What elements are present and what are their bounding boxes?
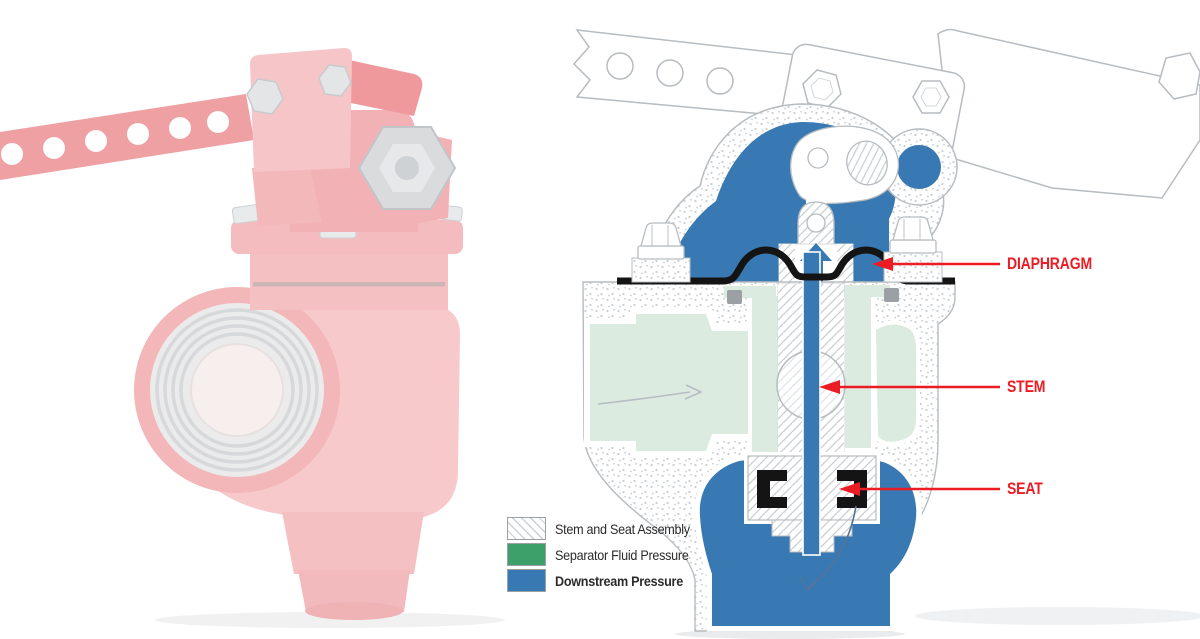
legend-item-stem-seat: Stem and Seat Assembly: [507, 517, 705, 540]
flange-bolts: [631, 216, 943, 304]
photo-outlet: [298, 570, 410, 612]
valve-body-cross-section: [582, 251, 956, 632]
photo-gasket-line: [253, 282, 445, 287]
callout-label-seat: SEAT: [1007, 480, 1043, 498]
inlet-flow-arrow: [597, 384, 703, 405]
callout-label-stem: STEM: [1007, 378, 1046, 396]
photo-bracket-bolts: [246, 64, 352, 115]
legend-item-downstream-pressure: Downstream Pressure: [507, 569, 705, 592]
dome-boss-center: [897, 145, 941, 189]
green-swatch: [507, 543, 546, 566]
legend-label: Separator Fluid Pressure: [555, 546, 689, 563]
cutaway-diaphragm-housing: [647, 103, 958, 283]
photo-lever-arm: [0, 94, 254, 180]
inlet-passage: [590, 314, 754, 451]
callout-label-diaphragm: DIAPHRAGM: [1007, 255, 1092, 273]
seat-clamp-left: [757, 470, 787, 508]
cam-hatched-pin: [846, 140, 888, 186]
cutaway-bracket-bolt-2: [912, 80, 950, 114]
photo-threaded-inlet: [134, 287, 340, 493]
legend-item-separator-pressure: Separator Fluid Pressure: [507, 543, 705, 566]
downstream-flow-arrow: [799, 505, 857, 591]
photo-outlet-neck: [282, 512, 424, 574]
photo-hex-cap: [357, 126, 457, 210]
gasket-dot-right: [884, 288, 899, 302]
cam-pin-hole: [807, 147, 829, 169]
clevis-pin-hole: [806, 213, 826, 233]
cutaway-lever-arm: [572, 29, 807, 119]
seat-clamp-right: [837, 470, 867, 508]
legend-label: Downstream Pressure: [555, 572, 683, 589]
legend-label: Stem and Seat Assembly: [555, 520, 690, 537]
blue-swatch: [507, 569, 546, 592]
valve-photo: [0, 48, 463, 620]
legend: Stem and Seat Assembly Separator Fluid P…: [507, 517, 705, 595]
cutaway-bracket-plate-far: [937, 28, 1200, 199]
gasket-dot-left: [727, 290, 742, 304]
right-chamber: [845, 296, 871, 448]
photo-body-cylinder: [250, 250, 448, 310]
right-bottle-chamber: [876, 324, 916, 442]
cutaway-bracket-bolt-1: [802, 69, 842, 109]
stem-bar: [802, 251, 821, 556]
callout-arrows: [819, 257, 1000, 496]
left-chamber: [752, 296, 778, 474]
photo-lever-end: [336, 58, 423, 116]
hatch-swatch: [507, 517, 546, 540]
separator-fluid-passages: [584, 285, 920, 478]
photo-pivot-block: [252, 168, 322, 226]
cutaway-bracket-bolt-3: [1158, 52, 1200, 100]
